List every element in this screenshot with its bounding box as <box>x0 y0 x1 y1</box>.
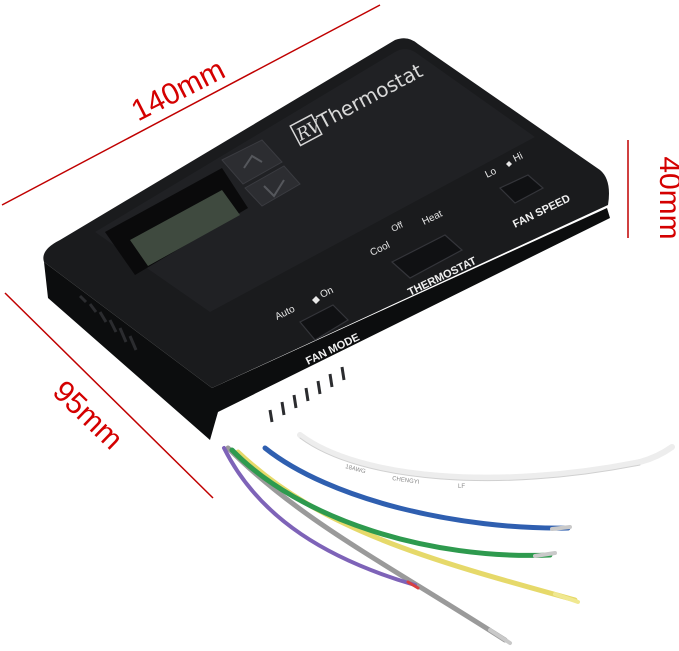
fan-mode-switch[interactable] <box>299 304 349 341</box>
red-wire-end <box>406 580 420 590</box>
fan-speed-fan-icon <box>506 161 512 167</box>
white-wire-print-2: CHENGYI <box>392 476 420 486</box>
up-button[interactable] <box>221 139 283 185</box>
up-arrow-icon <box>243 154 263 169</box>
green-wire-tip <box>533 551 557 558</box>
gray-wire-tip <box>488 628 512 645</box>
side-vents <box>78 294 138 351</box>
green-wire <box>229 447 553 558</box>
white-wire-edge <box>299 437 641 482</box>
thermostat-device: RV Thermostat Auto On FAN MODE Off Cool … <box>43 38 610 440</box>
blue-wire <box>262 445 571 531</box>
fan-speed-lo-label: Lo <box>483 166 498 181</box>
wires: 18AWG CHENGYI LF <box>222 432 675 645</box>
fan-speed-switch[interactable] <box>498 174 545 204</box>
thermostat-off-label: Off <box>389 219 404 233</box>
down-arrow-icon <box>263 179 285 198</box>
height-dimension-line <box>4 292 214 499</box>
depth-dimension-label: 40mm <box>653 156 679 239</box>
white-wire-print-3: LF <box>458 484 465 490</box>
thermostat-switch[interactable] <box>390 234 464 279</box>
fan-icon <box>312 296 320 304</box>
lcd-screen <box>130 190 240 266</box>
width-dimension-line <box>1 4 381 206</box>
fan-mode-on-label: On <box>318 285 335 301</box>
white-wire <box>297 432 675 481</box>
yellow-wire-tip <box>553 592 580 604</box>
down-button[interactable] <box>244 165 301 207</box>
device-front-face <box>44 208 610 440</box>
width-dimension-label: 140mm <box>126 53 230 128</box>
fan-speed-hi-label: Hi <box>511 151 524 165</box>
front-vents <box>268 366 346 423</box>
white-wire-print-1: 18AWG <box>344 464 366 475</box>
blue-wire-tip <box>550 525 572 531</box>
device-raised-panel <box>95 49 535 312</box>
height-dimension-label: 95mm <box>46 375 129 457</box>
purple-wire <box>222 446 417 587</box>
